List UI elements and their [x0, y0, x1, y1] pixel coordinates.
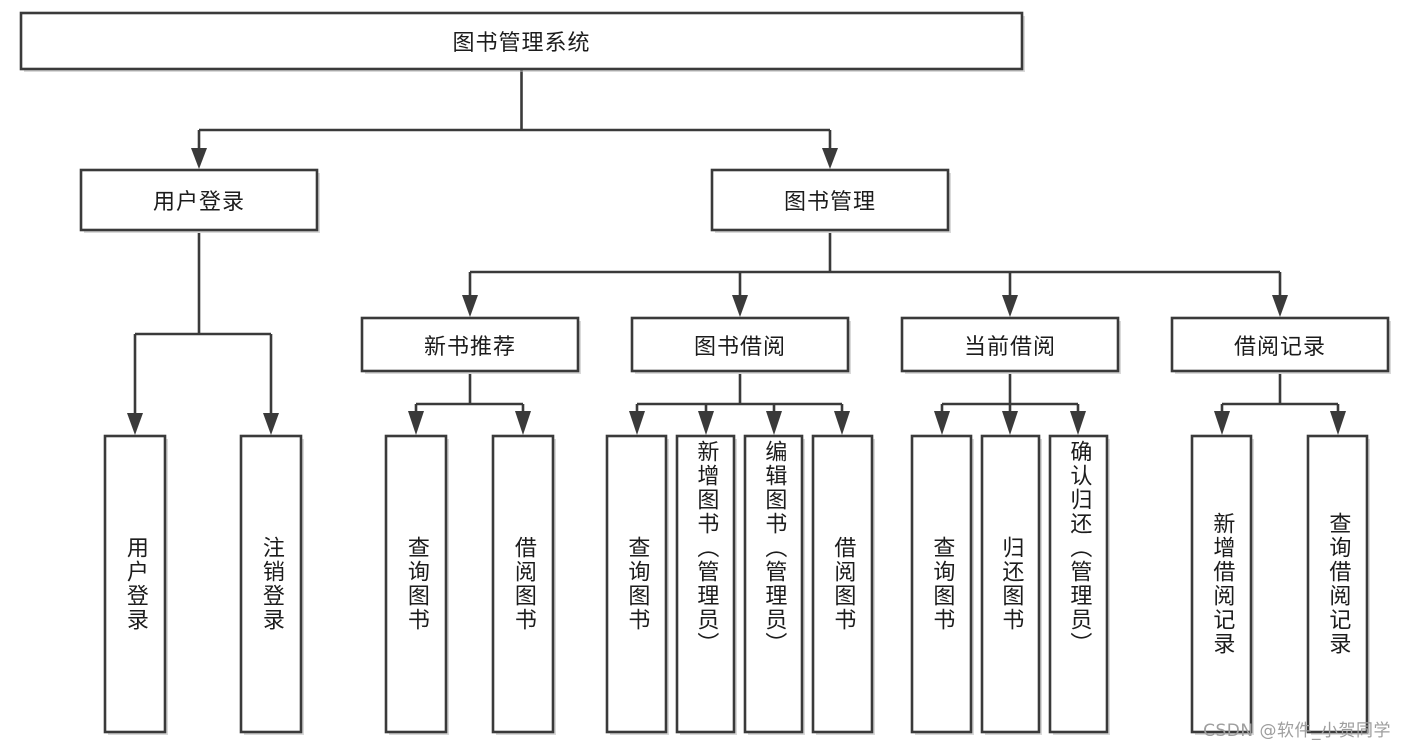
node-leaf-book-borrow-3[interactable]	[743, 434, 805, 735]
node-leaf-new-book-1[interactable]	[384, 434, 449, 735]
arrowhead-borrowrecord-leaf1	[1214, 411, 1230, 435]
node-leaf-new-book-1-rect	[384, 434, 448, 734]
node-book-management-rect	[710, 168, 950, 232]
node-leaf-borrow-record-1-rect	[1190, 434, 1253, 734]
node-leaf-book-borrow-1[interactable]	[605, 434, 669, 735]
node-leaf-borrow-record-2[interactable]	[1306, 434, 1370, 735]
node-borrow-record[interactable]	[1170, 316, 1391, 374]
node-leaf-book-borrow-3-rect	[743, 434, 804, 734]
node-leaf-book-borrow-4-rect	[811, 434, 874, 734]
connector-group-newbook	[408, 374, 531, 435]
arrowhead-currentborrow-leaf2	[1002, 411, 1018, 435]
connector-group-currentborrow	[934, 374, 1086, 435]
node-leaf-book-borrow-1-rect	[605, 434, 668, 734]
arrowhead-borrowrecord-leaf2	[1330, 411, 1346, 435]
arrowhead-root-to-bookmgmt	[822, 148, 838, 169]
connector-group-bookborrow	[629, 374, 850, 435]
node-borrow-record-rect	[1170, 316, 1390, 373]
node-leaf-user-login-1-rect	[103, 434, 167, 734]
node-leaf-book-borrow-4[interactable]	[811, 434, 875, 735]
node-new-book-recommend-rect	[360, 316, 580, 373]
node-book-borrow[interactable]	[630, 316, 851, 374]
node-book-borrow-rect	[630, 316, 850, 373]
node-leaf-current-borrow-2[interactable]	[980, 434, 1042, 735]
node-leaf-borrow-record-2-rect	[1306, 434, 1369, 734]
node-leaf-book-borrow-2[interactable]	[675, 434, 737, 735]
node-leaf-book-borrow-2-rect	[675, 434, 736, 734]
node-leaf-new-book-2[interactable]	[491, 434, 556, 735]
node-leaf-user-login-2-rect	[239, 434, 303, 734]
node-current-borrow-rect	[900, 316, 1120, 373]
connector-group-userlogin	[127, 233, 279, 435]
node-leaf-current-borrow-1-rect	[910, 434, 973, 734]
arrowhead-bookborrow-leaf1	[629, 411, 645, 435]
node-leaf-current-borrow-2-rect	[980, 434, 1041, 734]
node-leaf-borrow-record-1[interactable]	[1190, 434, 1254, 735]
node-leaf-current-borrow-3[interactable]	[1048, 434, 1110, 735]
node-leaf-new-book-2-rect	[491, 434, 555, 734]
arrowhead-bookmgmt-c2	[732, 295, 748, 317]
arrowhead-bookmgmt-c1	[462, 295, 478, 317]
arrowhead-bookmgmt-c4	[1272, 295, 1288, 317]
node-leaf-user-login-1[interactable]	[103, 434, 168, 735]
arrowhead-userlogin-leaf1	[127, 413, 143, 435]
node-leaf-current-borrow-1[interactable]	[910, 434, 974, 735]
node-new-book-recommend[interactable]	[360, 316, 581, 374]
connector-group-borrowrecord	[1214, 374, 1346, 435]
arrowhead-root-to-userlogin	[191, 148, 207, 169]
node-current-borrow[interactable]	[900, 316, 1121, 374]
node-leaf-user-login-2[interactable]	[239, 434, 304, 735]
arrowhead-currentborrow-leaf3	[1070, 411, 1086, 435]
arrowhead-userlogin-leaf2	[263, 413, 279, 435]
connector-group-bookmgmt	[462, 233, 1288, 317]
node-user-login[interactable]	[79, 168, 320, 233]
node-leaf-current-borrow-3-rect	[1048, 434, 1109, 734]
node-root-rect	[19, 11, 1024, 71]
node-user-login-rect	[79, 168, 319, 232]
arrowhead-newbook-leaf2	[515, 411, 531, 435]
arrowhead-newbook-leaf1	[408, 411, 424, 435]
arrowhead-bookborrow-leaf2	[698, 411, 714, 435]
node-book-management[interactable]	[710, 168, 951, 233]
arrowhead-currentborrow-leaf1	[934, 411, 950, 435]
arrowhead-bookmgmt-c3	[1002, 295, 1018, 317]
arrowhead-bookborrow-leaf3	[766, 411, 782, 435]
arrowhead-bookborrow-leaf4	[834, 411, 850, 435]
connector-group-root	[191, 70, 838, 169]
node-root[interactable]	[19, 11, 1025, 72]
